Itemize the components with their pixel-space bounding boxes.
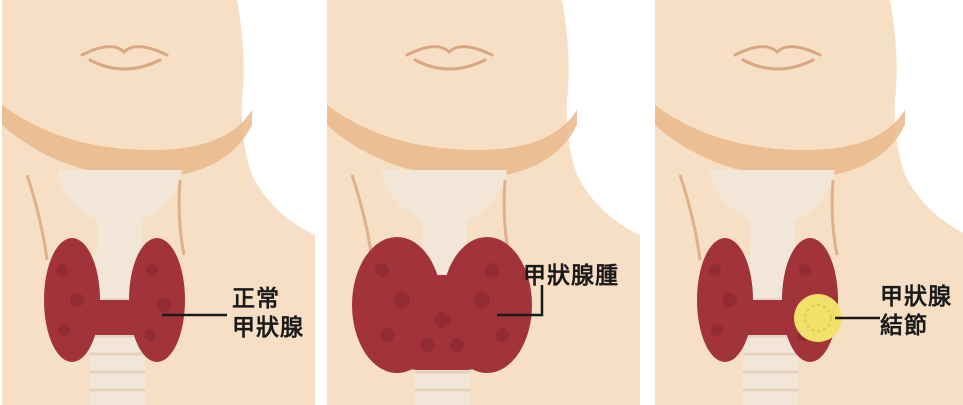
nodule: [794, 294, 842, 342]
panel-normal-thyroid: 正常 甲狀腺: [2, 0, 315, 405]
label-thyroid-nodule: 甲狀腺 結節: [880, 283, 952, 341]
thyroid-nodule-illustration: [655, 0, 963, 405]
panel-goiter: 甲狀腺腫: [327, 0, 640, 405]
panel-thyroid-nodule: 甲狀腺 結節: [655, 0, 963, 405]
label-normal-thyroid: 正常 甲狀腺: [232, 285, 304, 343]
goiter-illustration: [327, 0, 640, 405]
label-goiter: 甲狀腺腫: [523, 262, 619, 291]
normal-thyroid-illustration: [2, 0, 315, 405]
